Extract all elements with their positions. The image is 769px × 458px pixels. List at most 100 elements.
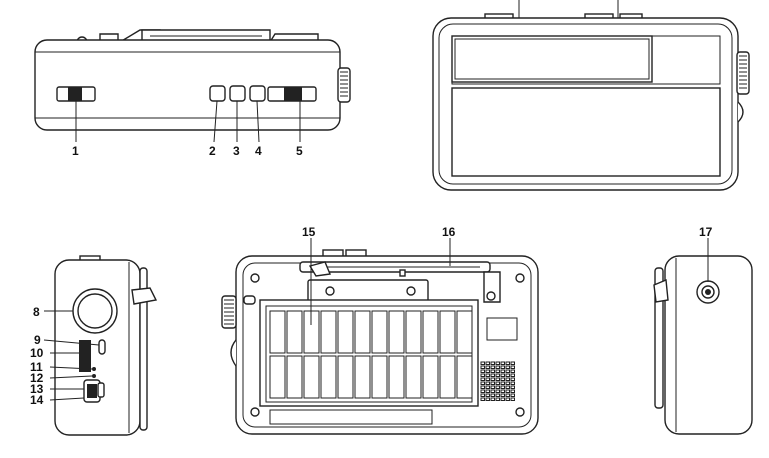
vent-slot [505,397,510,401]
solar-cell [422,310,439,354]
callout-11: 11 [30,360,43,374]
tuning-knob-top [337,67,351,103]
vent-slot [500,397,505,401]
jack-14 [97,382,105,398]
vent-slot [500,377,505,381]
solar-cell [354,355,371,399]
vent-slot [510,377,515,381]
solar-cell [439,355,456,399]
vent-slot [480,389,485,393]
solar-cell [388,355,405,399]
callout-4: 4 [255,144,262,158]
vent-slot [480,377,485,381]
back-view [221,238,539,435]
vent-slot [485,365,490,369]
vent-grille [480,361,515,401]
top-view [34,29,351,143]
vent-slot [510,381,515,385]
switch-9 [98,339,106,355]
display-window [451,35,653,83]
vent-slot [500,369,505,373]
solar-cell [303,355,320,399]
solar-cell [422,355,439,399]
solar-cell-grid [269,310,473,399]
vent-slot [490,361,495,365]
solar-cell [439,310,456,354]
vent-slot [480,373,485,377]
vent-slot [495,377,500,381]
solar-cell [405,310,422,354]
vent-slot [485,377,490,381]
button-2 [209,85,226,102]
vent-slot [485,381,490,385]
solar-cell [286,310,303,354]
vent-slot [495,365,500,369]
vent-slot [490,373,495,377]
speaker-grille [451,87,721,177]
vent-slot [480,365,485,369]
solar-cell [320,310,337,354]
vent-slot [495,381,500,385]
vent-slot [505,369,510,373]
vent-slot [510,369,515,373]
vent-slot [495,361,500,365]
vent-slot [500,385,505,389]
led-11 [92,367,96,371]
left-side-view [43,255,158,436]
right-side-view [653,238,753,435]
callout-15: 15 [302,225,316,239]
vent-slot [495,393,500,397]
led-12 [92,374,96,378]
vent-slot [505,385,510,389]
button-3 [229,85,246,102]
vent-slot [480,385,485,389]
button-4 [249,85,266,102]
solar-cell [286,355,303,399]
vent-slot [510,361,515,365]
callout-8: 8 [33,305,40,319]
vent-slot [480,393,485,397]
antenna-side [139,267,148,431]
vent-slot [480,381,485,385]
solar-cell [456,310,473,354]
solar-cell [337,310,354,354]
solar-cell [405,355,422,399]
solar-cell [320,355,337,399]
vent-slot [505,365,510,369]
vent-slot [505,389,510,393]
vent-slot [490,381,495,385]
callout-12: 12 [30,371,44,385]
callout-17: 17 [699,225,713,239]
vent-slot [490,397,495,401]
vent-slot [495,385,500,389]
vent-slot [500,373,505,377]
vent-slot [490,385,495,389]
callout-9: 9 [34,333,41,347]
vent-slot [510,365,515,369]
callout-3: 3 [233,144,240,158]
vent-slot [500,361,505,365]
solar-cell [354,310,371,354]
vent-slot [510,389,515,393]
vent-slot [485,369,490,373]
vent-slot [490,393,495,397]
antenna-side-right [654,267,664,409]
vent-slot [485,373,490,377]
solar-cell [456,355,473,399]
vent-slot [500,381,505,385]
vent-slot [485,385,490,389]
usb-port-10 [79,340,91,372]
vent-slot [490,377,495,381]
vent-slot [480,397,485,401]
vent-slot [505,381,510,385]
vent-slot [500,365,505,369]
callout-2: 2 [209,144,216,158]
solar-cell [269,310,286,354]
vent-slot [495,389,500,393]
vent-slot [505,361,510,365]
solar-cell [371,355,388,399]
vent-slot [495,373,500,377]
callout-5: 5 [296,144,303,158]
